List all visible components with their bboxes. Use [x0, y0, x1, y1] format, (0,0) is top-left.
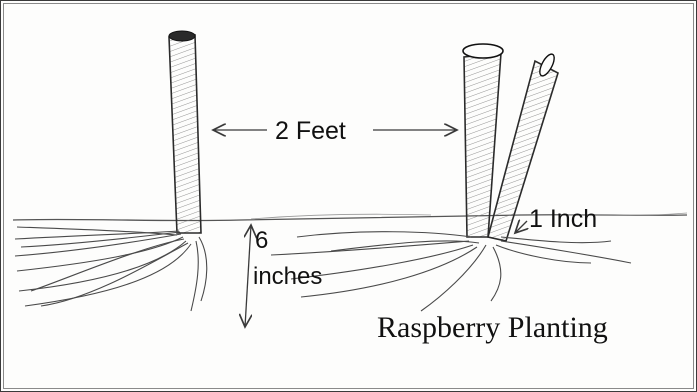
- right-root-mass: [271, 232, 631, 311]
- left-cane: [169, 31, 201, 233]
- cane-diameter-label: 1 Inch: [529, 205, 597, 234]
- depth-unit-label: inches: [253, 263, 322, 291]
- diameter-arrow: [515, 221, 527, 233]
- depth-arrow: [245, 225, 251, 327]
- depth-value-label: 6: [255, 227, 268, 255]
- left-root-mass: [15, 227, 207, 311]
- spacing-label: 2 Feet: [275, 117, 346, 146]
- diagram-title: Raspberry Planting: [377, 311, 608, 345]
